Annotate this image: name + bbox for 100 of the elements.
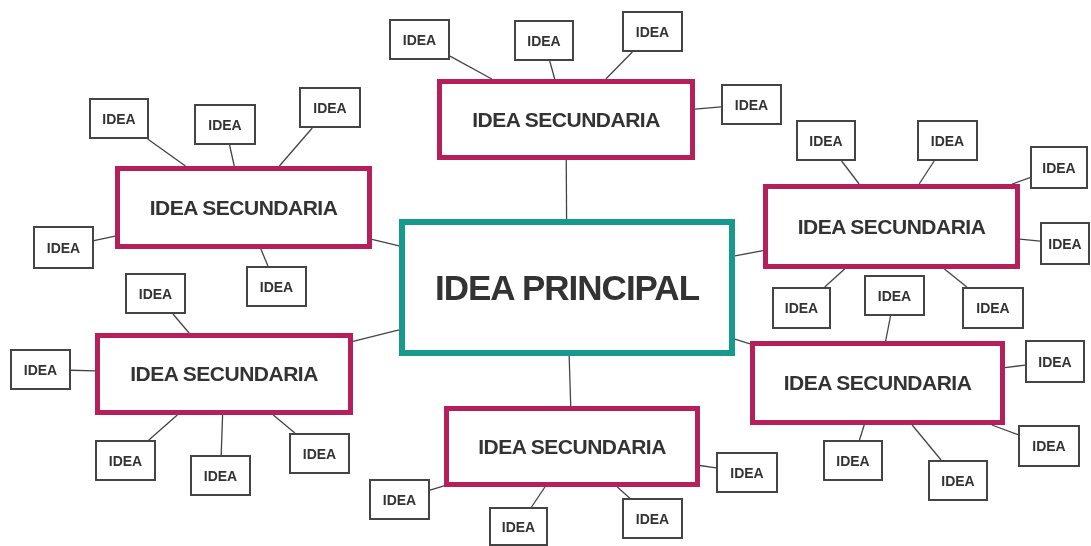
connector-line (858, 424, 865, 441)
idea-box (246, 266, 307, 307)
connector-line (824, 268, 846, 288)
connector-line (734, 250, 764, 257)
idea-text: IDEA (941, 472, 975, 489)
idea-box (716, 452, 778, 493)
idea-text: IDEA (836, 452, 870, 469)
main-idea-box (399, 219, 735, 356)
idea-text: IDEA (259, 278, 294, 295)
connector-line (840, 160, 860, 185)
connector-line (272, 414, 296, 434)
connector-line (1019, 238, 1041, 242)
idea-text: IDEA (313, 99, 347, 116)
idea-box (369, 479, 430, 520)
idea-box (823, 440, 883, 481)
secondary-idea-box (750, 341, 1005, 425)
connector-line (911, 424, 942, 461)
idea-text: IDEA (930, 132, 965, 149)
idea-box (33, 226, 94, 269)
idea-text: IDEA (784, 300, 819, 316)
idea-box (10, 349, 71, 390)
idea-text: IDEA (635, 23, 670, 40)
idea-box (95, 440, 156, 481)
idea-text: IDEA PRINCIPAL (434, 267, 700, 308)
idea-box (1030, 146, 1088, 189)
idea-text: IDEA (208, 116, 242, 133)
secondary-idea-box (444, 406, 700, 487)
idea-text: IDEA (877, 287, 912, 304)
idea-box (1025, 340, 1085, 383)
secondary-idea-box (95, 333, 353, 415)
idea-text: IDEA (108, 452, 143, 469)
idea-box (962, 287, 1024, 329)
connector-line (918, 160, 935, 185)
idea-box (89, 98, 149, 139)
idea-text: IDEA SECUNDARIA (149, 195, 338, 220)
idea-text: IDEA (23, 361, 58, 378)
connector-line (1011, 177, 1031, 185)
idea-box (622, 498, 683, 539)
idea-box (289, 433, 350, 474)
idea-text: IDEA (501, 518, 536, 535)
idea-box (772, 287, 831, 329)
secondary-idea-box (763, 184, 1020, 269)
connector-line (565, 159, 568, 220)
idea-text: IDEA (402, 31, 437, 48)
idea-box (928, 460, 988, 501)
connector-line (220, 414, 224, 456)
idea-box (1040, 222, 1090, 265)
idea-box (721, 84, 782, 125)
idea-box (1018, 425, 1080, 467)
idea-text: IDEA SECUNDARIA (130, 362, 318, 386)
connector-line (734, 338, 751, 345)
connector-line (148, 414, 178, 441)
connector-line (93, 235, 116, 242)
idea-box (864, 275, 925, 316)
connector-line (260, 248, 269, 267)
connector-line (694, 106, 722, 110)
connector-line (278, 127, 313, 167)
idea-text: IDEA (46, 239, 81, 256)
connector-line (616, 486, 631, 499)
connector-line (449, 55, 493, 80)
idea-text: IDEA (1038, 353, 1072, 370)
idea-text: IDEA SECUNDARIA (797, 214, 986, 239)
connector-line (1004, 364, 1026, 369)
idea-text: IDEA (302, 445, 337, 462)
idea-box (917, 120, 978, 161)
secondary-idea-box (437, 79, 695, 160)
idea-box (622, 11, 683, 52)
idea-text: IDEA (102, 110, 136, 127)
idea-box (514, 20, 574, 61)
idea-text: IDEA SECUNDARIA (783, 371, 972, 395)
idea-text: IDEA (203, 467, 238, 484)
idea-text: IDEA (1042, 159, 1076, 176)
connector-line (991, 424, 1019, 436)
idea-text: IDEA (138, 285, 173, 302)
idea-box (125, 273, 186, 314)
secondary-idea-box (115, 166, 372, 249)
connector-line (228, 144, 235, 167)
connector-line (429, 485, 445, 491)
connector-line (147, 138, 187, 167)
idea-text: IDEA (1032, 438, 1066, 454)
connector-line (530, 486, 546, 508)
connector-line (172, 313, 190, 334)
idea-text: IDEA (734, 96, 769, 113)
connector-line (352, 329, 400, 343)
connector-line (70, 369, 96, 372)
connector-line (699, 464, 717, 469)
idea-box (194, 104, 256, 145)
connector-line (885, 315, 892, 342)
idea-text: IDEA SECUNDARIA (478, 434, 666, 459)
idea-text: IDEA (527, 32, 561, 49)
connector-line (605, 51, 633, 80)
idea-box (489, 507, 548, 546)
idea-text: IDEA (635, 510, 670, 527)
connector-line (549, 60, 556, 80)
idea-box (299, 87, 361, 128)
idea-text: IDEA (1048, 235, 1082, 252)
idea-text: IDEA (382, 491, 417, 508)
connector-line (943, 268, 968, 288)
connector-line (568, 355, 572, 407)
idea-text: IDEA SECUNDARIA (472, 107, 660, 132)
